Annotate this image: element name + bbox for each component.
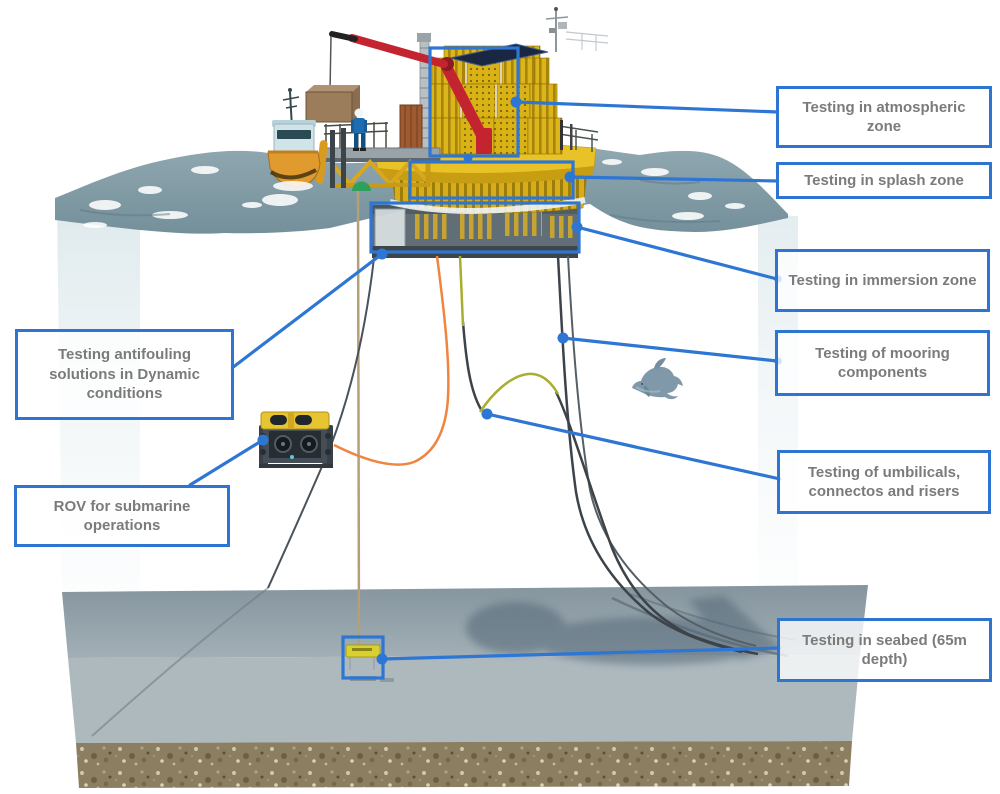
seabed-tendon [356,187,361,646]
callout-umbilicals-risers-label: Testing of umbilicals, connectos and ris… [807,463,961,501]
callout-atmospheric-zone: Testing in atmospheric zone [776,86,992,148]
callout-splash-zone-label: Testing in splash zone [804,171,964,189]
callout-rov-operations: ROV for submarine operations [14,485,230,547]
callout-immersion-zone: Testing in immersion zone [775,249,990,312]
connector-splash [568,175,780,183]
davit [315,140,328,184]
callout-seabed-testing: Testing in seabed (65m depth) [777,618,992,682]
connector-atmospheric [514,100,780,114]
connector-antifouling [230,252,384,370]
weather-mast [545,7,609,150]
connectors [188,100,782,661]
callout-umbilicals-risers: Testing of umbilicals, connectos and ris… [777,450,991,514]
buoy-dome [352,181,371,191]
callout-antifouling-label: Testing antifouling solutions in Dynamic… [49,346,200,403]
seabed [62,585,868,788]
mooring-lines-right [556,255,757,654]
callout-atmospheric-zone-label: Testing in atmospheric zone [802,98,966,136]
deck-edge [378,166,594,184]
mooring-line-on-seabed [91,587,269,737]
callout-mooring-components-label: Testing of mooring components [815,344,950,382]
callout-mooring-components: Testing of mooring components [775,330,990,396]
connector-umbilicals [485,412,782,481]
test-platform [267,7,609,214]
umbilical-line [458,255,759,656]
dolphin [632,358,683,400]
callout-seabed-testing-label: Testing in seabed (65m depth) [802,631,967,669]
worker [351,108,367,151]
connector-seabed [380,646,782,661]
crane-load-crate [305,85,360,123]
rov [259,411,333,468]
mooring-shadow [611,596,789,658]
supply-boat [267,88,321,191]
fender-post [330,130,335,188]
storage-container [399,104,423,149]
sediment-layer [76,741,852,788]
callout-immersion-zone-label: Testing in immersion zone [788,271,977,289]
connector-rov [188,438,265,487]
callout-antifouling: Testing antifouling solutions in Dynamic… [15,329,234,420]
connector-mooring [561,336,779,363]
callout-rov-operations-label: ROV for submarine operations [53,497,191,535]
rov-tether [333,255,450,466]
fender-post [341,128,346,188]
connector-immersion [575,225,779,281]
callout-splash-zone: Testing in splash zone [776,162,992,199]
